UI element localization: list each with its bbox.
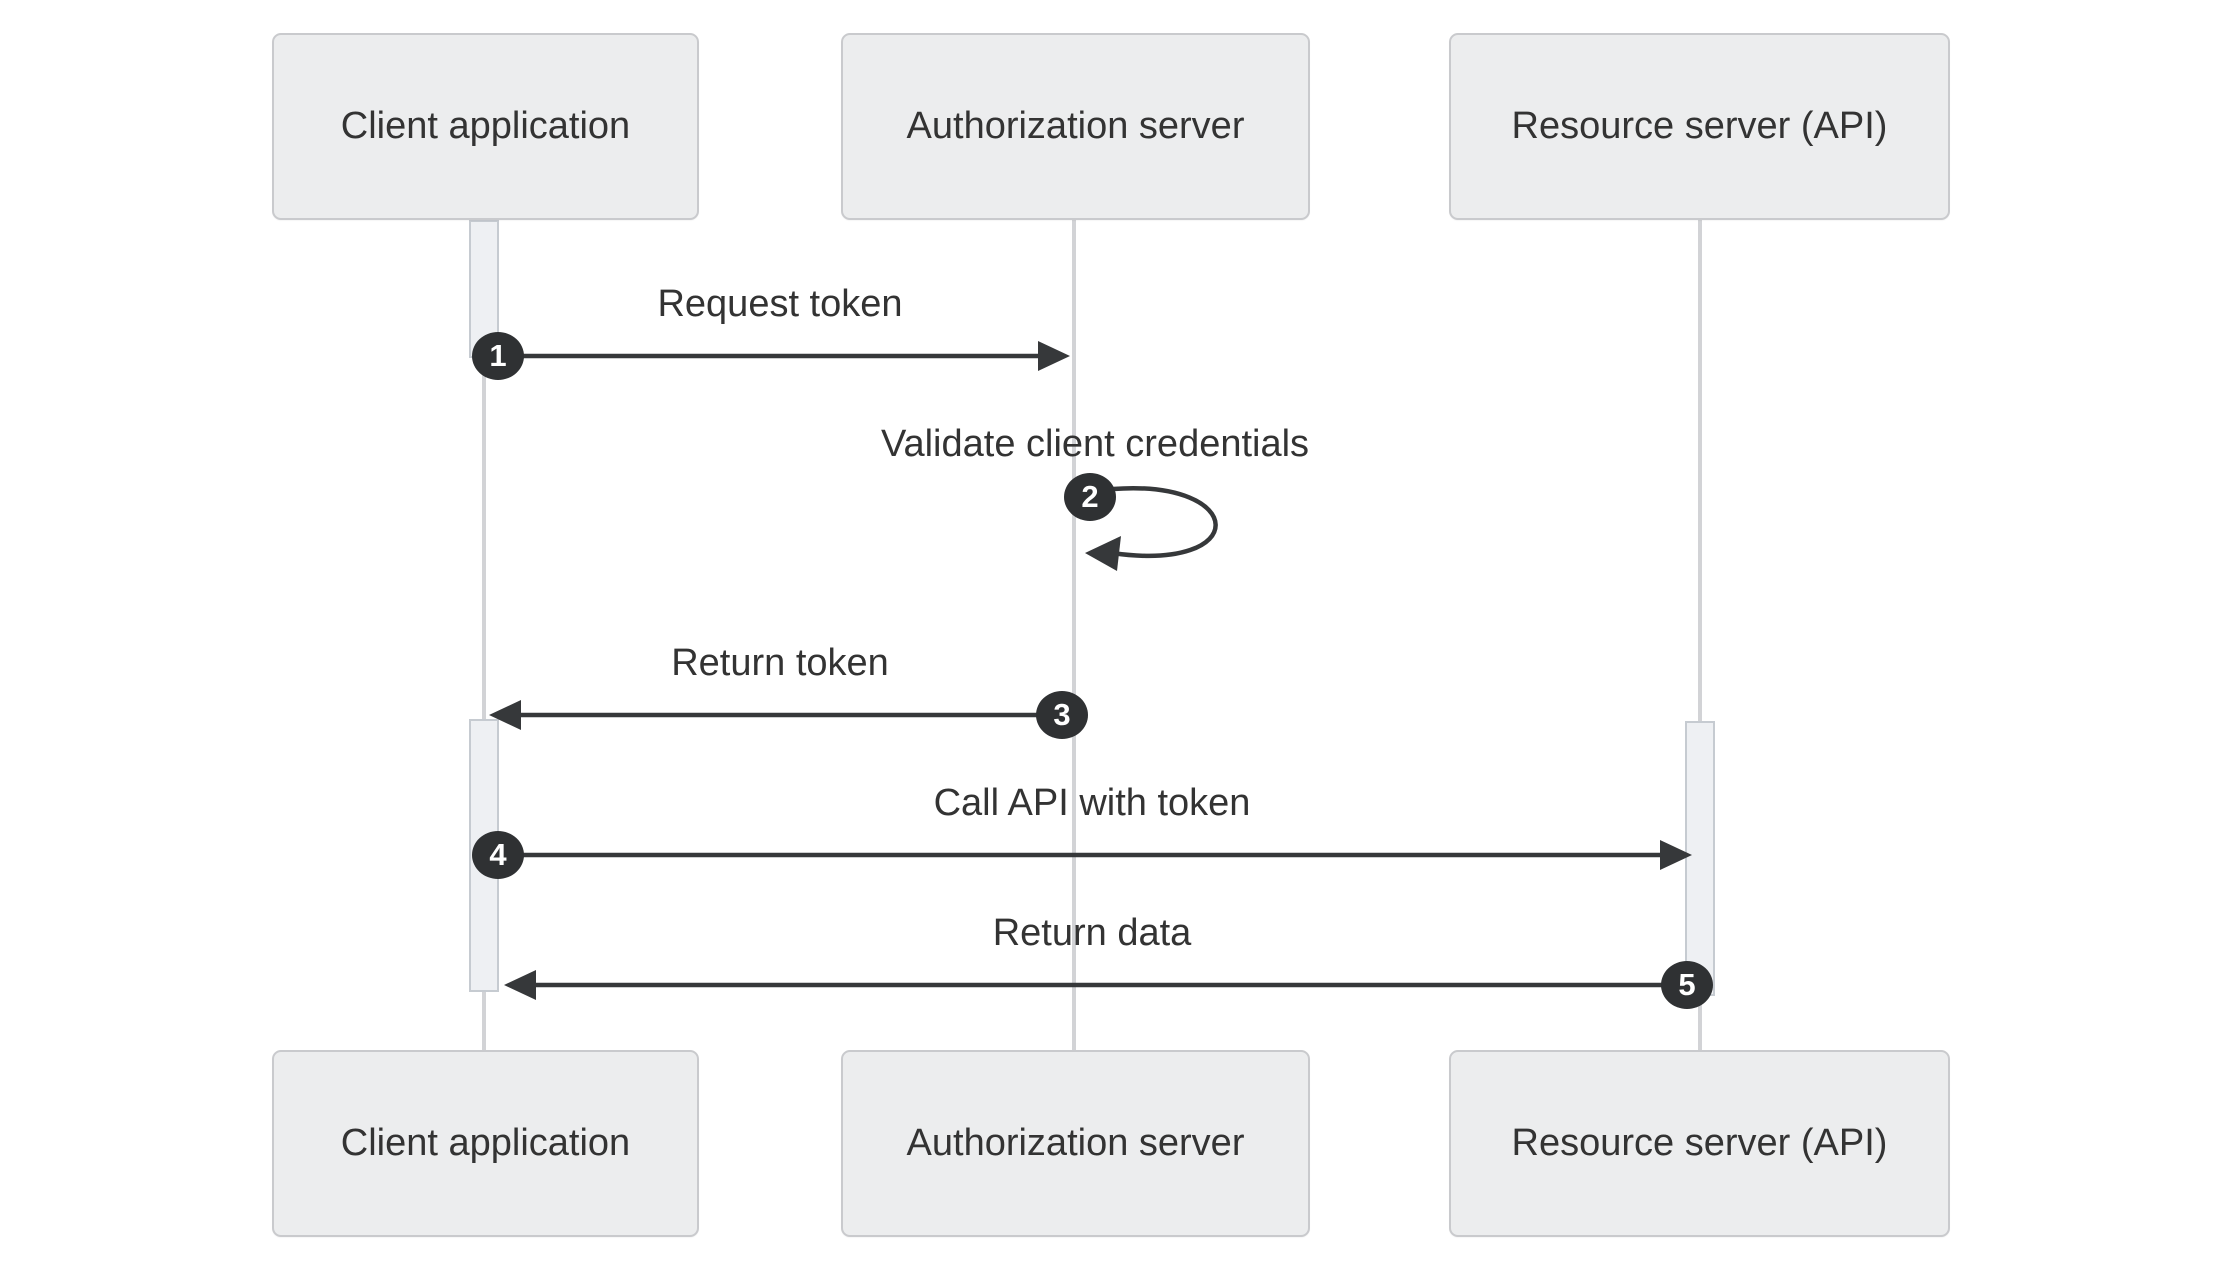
message-label-return-token: Return token — [671, 642, 889, 684]
lifeline-resource — [1698, 220, 1702, 1050]
arrowhead-left-icon — [489, 700, 521, 730]
arrowhead-right-icon — [1038, 341, 1070, 371]
arrowhead-right-icon — [1660, 840, 1692, 870]
arrow-request-token — [498, 341, 1070, 371]
actor-box-client-top: Client application — [272, 33, 699, 220]
message-label-validate-credentials: Validate client credentials — [880, 423, 1310, 465]
actor-box-resource-bottom: Resource server (API) — [1449, 1050, 1950, 1237]
actor-box-auth-top: Authorization server — [841, 33, 1310, 220]
sequence-number-badge-2: 2 — [1064, 473, 1116, 521]
message-label-call-api: Call API with token — [933, 782, 1251, 824]
lifeline-auth — [1072, 220, 1076, 1050]
actor-box-client-bottom: Client application — [272, 1050, 699, 1237]
arrow-call-api — [498, 840, 1692, 870]
sequence-number-badge-5: 5 — [1661, 961, 1713, 1009]
message-label-request-token: Request token — [657, 283, 903, 325]
sequence-number-badge-3: 3 — [1036, 691, 1088, 739]
lifeline-client — [482, 220, 486, 1050]
actor-box-auth-bottom: Authorization server — [841, 1050, 1310, 1237]
arrowhead-left-icon — [1085, 536, 1121, 571]
arrow-validate-credentials-self-loop — [1085, 486, 1218, 571]
actor-box-resource-top: Resource server (API) — [1449, 33, 1950, 220]
message-label-return-data: Return data — [992, 912, 1192, 954]
arrow-return-data — [504, 970, 1687, 1000]
arrow-return-token — [489, 700, 1074, 730]
arrowhead-left-icon — [504, 970, 536, 1000]
sequence-number-badge-4: 4 — [472, 831, 524, 879]
sequence-number-badge-1: 1 — [472, 332, 524, 380]
